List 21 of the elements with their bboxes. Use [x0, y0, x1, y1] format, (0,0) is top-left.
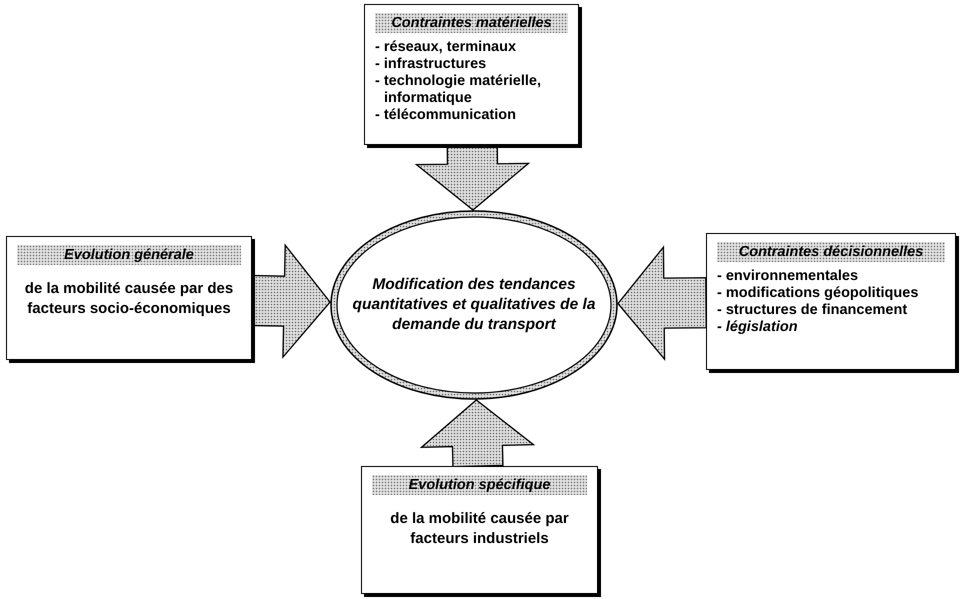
list-item: - environnementales: [717, 268, 860, 285]
list-item: - télécommunication: [375, 107, 517, 124]
list-item: - infrastructures: [375, 56, 488, 73]
central-text: Modification des tendances quantitatives et qualitatives de la demande du transport: [352, 275, 596, 335]
block-arrow: [420, 399, 536, 468]
list-item: - modifications géopolitiques: [717, 285, 920, 302]
block-arrow: [617, 245, 707, 361]
list-item: - législation: [717, 319, 799, 336]
box-heading: Contraintes matérielles: [375, 13, 568, 33]
list-item: - réseaux, terminaux: [375, 39, 518, 56]
box-text: de la mobilité causée par des facteurs socio-économiques: [24, 279, 234, 319]
constraint-box: [706, 233, 956, 370]
factor-box: [361, 466, 598, 594]
constraint-box: [364, 4, 579, 145]
box-heading: Contraintes décisionnelles: [717, 242, 945, 262]
box-heading: Evolution générale: [17, 245, 241, 265]
box-text: de la mobilité causée par facteurs industriels: [389, 509, 570, 549]
list-item: - technologie matérielle, informatique: [375, 73, 542, 107]
box-heading: Evolution spécifique: [372, 475, 587, 495]
factor-box: [6, 236, 252, 360]
list-item: - structures de financement: [717, 302, 908, 319]
